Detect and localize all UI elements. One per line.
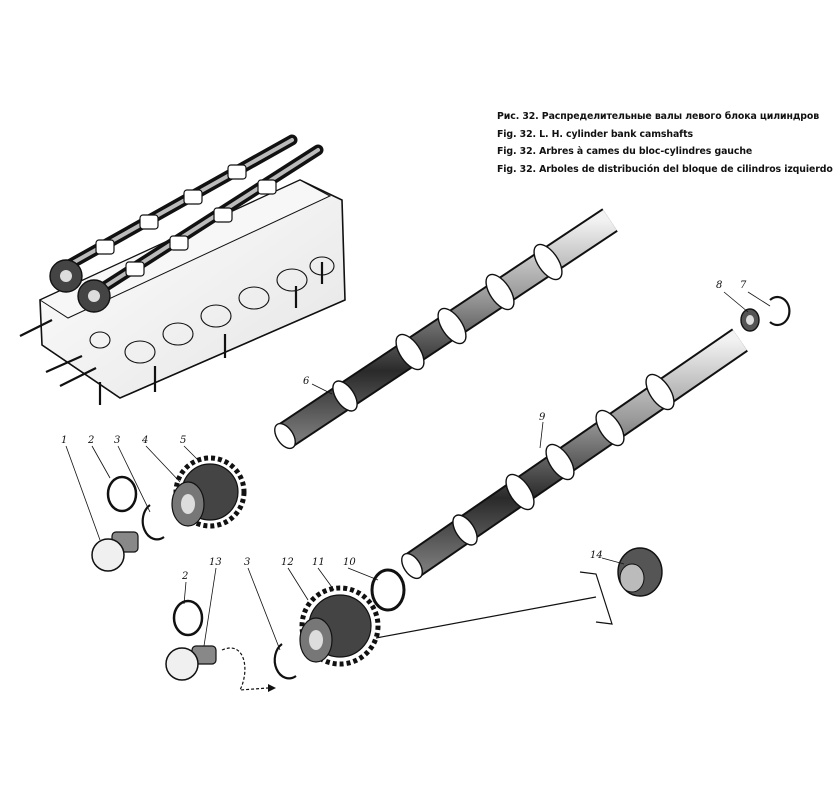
caption-russian: Рис. 32. Распределительные валы левого б… — [497, 111, 820, 122]
circlip-part — [769, 295, 791, 327]
circlip-upper — [141, 504, 165, 541]
camshaft-upper — [274, 208, 618, 450]
callout-7: 7 — [740, 280, 747, 291]
camshaft-lower — [401, 328, 748, 580]
callout-13: 13 — [209, 557, 222, 568]
washer-upper — [106, 475, 138, 513]
bolt-lower — [165, 645, 217, 681]
callout-14: 14 — [590, 550, 603, 561]
gear-lower — [299, 585, 381, 667]
thrust-washer — [370, 568, 406, 612]
callout-1: 1 — [61, 435, 67, 446]
callout-3: 3 — [114, 435, 120, 446]
callout-2-lower: 2 — [181, 571, 188, 582]
callout-numbers: 1 2 3 4 5 6 7 8 9 10 11 12 13 2 3 14 — [61, 280, 747, 582]
rotation-arrow — [221, 647, 276, 692]
callout-6: 6 — [303, 376, 310, 387]
caption-english: Fig. 32. L. H. cylinder bank camshafts — [497, 128, 694, 140]
cylinder-head-assembly — [19, 134, 346, 405]
caption-french: Fig. 32. Arbres à cames du bloc-cylindre… — [497, 146, 753, 158]
circlip-lower — [273, 643, 297, 680]
callout-9: 9 — [539, 412, 546, 423]
gear-upper — [171, 455, 247, 529]
callout-2: 2 — [87, 435, 94, 446]
bushing-part — [740, 308, 760, 332]
figure-page: Рис. 32. Распределительные валы левого б… — [19, 108, 833, 692]
callout-4: 4 — [141, 435, 148, 446]
washer-lower — [172, 599, 204, 637]
callout-11: 11 — [312, 557, 325, 568]
callout-8: 8 — [716, 280, 722, 291]
figure-captions: Рис. 32. Распределительные валы левого б… — [497, 108, 833, 179]
callout-5: 5 — [180, 435, 186, 446]
hub-part — [375, 547, 663, 639]
callout-12: 12 — [281, 557, 294, 568]
bolt-upper — [91, 531, 139, 572]
caption-spanish: Fig. 32. Arboles de distribución del blo… — [497, 164, 833, 176]
exploded-view-illustration: 1 2 3 4 5 6 7 8 9 10 11 12 13 2 3 14 — [19, 134, 791, 692]
callout-3-lower: 3 — [244, 557, 250, 568]
callout-leaders — [65, 291, 771, 651]
callout-10: 10 — [343, 557, 356, 568]
